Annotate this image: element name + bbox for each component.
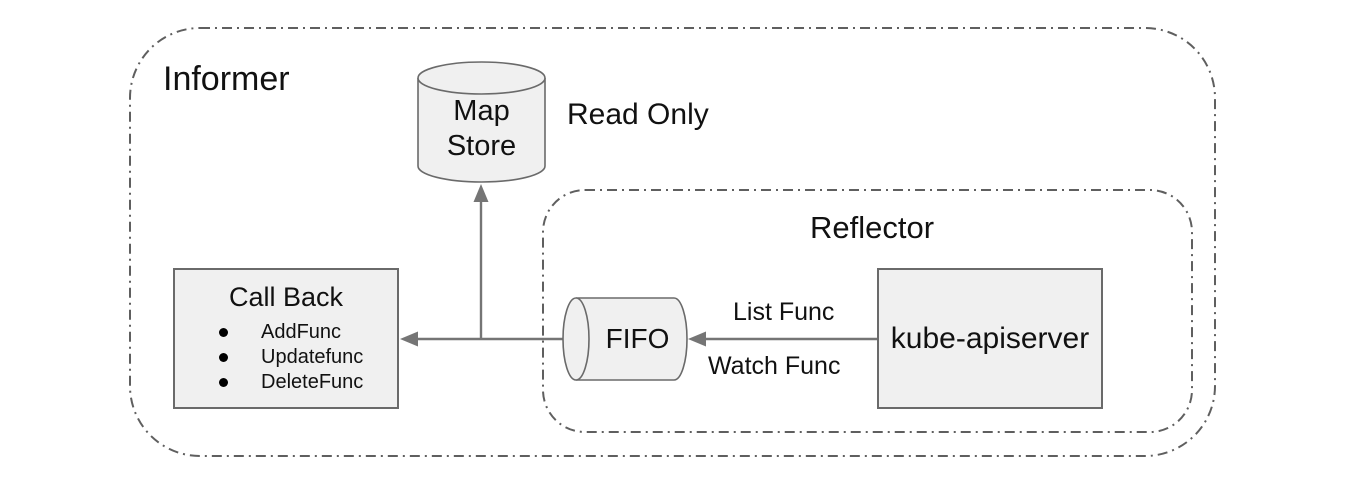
map-store-cylinder: [417, 61, 546, 183]
bullet-icon: [219, 327, 228, 337]
map-store-label-line1: Map: [453, 95, 510, 127]
kube-apiserver-label: kube-apiserver: [890, 321, 1090, 355]
read-only-label: Read Only: [567, 98, 709, 131]
call-back-title: Call Back: [228, 282, 344, 312]
reflector-container-label: Reflector: [810, 210, 935, 245]
call-back-handler-list: AddFunc Updatefunc DeleteFunc: [175, 320, 397, 395]
watch-func-edge-label: Watch Func: [708, 352, 841, 380]
bullet-icon: [219, 352, 228, 362]
call-back-item-updatefunc: Updatefunc: [175, 345, 397, 370]
list-func-edge-label: List Func: [733, 298, 835, 326]
junction-to-mapstore-arrow: [473, 184, 489, 340]
fifo-cylinder: [562, 297, 688, 381]
call-back-item-addfunc: AddFunc: [175, 320, 397, 345]
call-back-node: Call Back AddFunc Updatefunc DeleteFunc: [173, 268, 399, 409]
informer-container-label: Informer: [163, 60, 290, 98]
fifo-node-label: FIFO: [605, 322, 670, 354]
map-store-node-label: Map Store: [418, 94, 545, 164]
call-back-item-label: DeleteFunc: [261, 370, 364, 393]
fifo-to-callback-arrow: [400, 331, 563, 347]
bullet-icon: [219, 377, 228, 387]
kube-to-fifo-arrow: [688, 331, 877, 347]
call-back-item-label: Updatefunc: [261, 345, 364, 368]
reflector-container-border: [542, 189, 1193, 433]
kube-apiserver-node: kube-apiserver: [877, 268, 1103, 409]
call-back-item-deletefunc: DeleteFunc: [175, 370, 397, 395]
map-store-label-line2: Store: [446, 130, 517, 162]
call-back-item-label: AddFunc: [261, 320, 342, 343]
